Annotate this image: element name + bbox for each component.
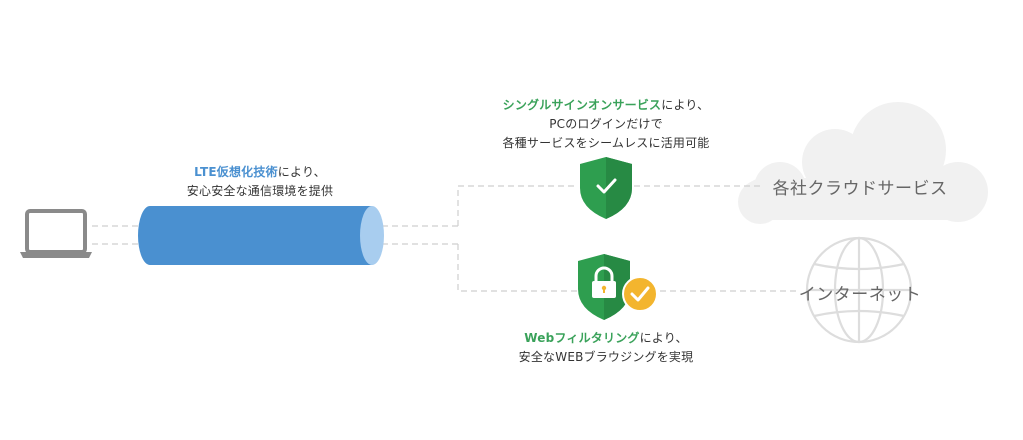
sso-caption-line2: PCのログインだけで <box>549 117 663 131</box>
lte-tunnel-icon <box>138 206 384 265</box>
cloud-label: 各社クラウドサービス <box>772 179 948 199</box>
lte-caption-line1: LTE仮想化技術により、 <box>160 163 360 182</box>
lte-suffix: により、 <box>277 165 326 179</box>
laptop-icon <box>20 209 92 258</box>
sso-caption: シングルサインオンサービスにより、 PCのログインだけで 各種サービスをシームレ… <box>476 96 736 153</box>
lte-highlight: LTE仮想化技術 <box>194 165 278 179</box>
sso-caption-line3: 各種サービスをシームレスに活用可能 <box>502 136 710 150</box>
internet-label: インターネット <box>798 285 922 305</box>
shield-lock-icon <box>578 254 658 320</box>
sso-highlight: シングルサインオンサービス <box>502 98 662 112</box>
sso-suffix: により、 <box>661 98 710 112</box>
lte-caption: LTE仮想化技術により、 安心安全な通信環境を提供 <box>160 163 360 201</box>
shield-check-icon <box>580 157 632 219</box>
lte-caption-line2: 安心安全な通信環境を提供 <box>186 184 334 198</box>
sso-caption-line1: シングルサインオンサービスにより、 <box>476 96 736 115</box>
webfilter-caption-line1: Webフィルタリングにより、 <box>486 329 726 348</box>
webfilter-suffix: により、 <box>639 331 688 345</box>
webfilter-caption: Webフィルタリングにより、 安全なWEBブラウジングを実現 <box>486 329 726 367</box>
globe-icon <box>805 236 913 344</box>
cloud-icon <box>738 102 988 224</box>
webfilter-caption-line2: 安全なWEBブラウジングを実現 <box>518 350 694 364</box>
webfilter-highlight: Webフィルタリング <box>524 331 640 345</box>
